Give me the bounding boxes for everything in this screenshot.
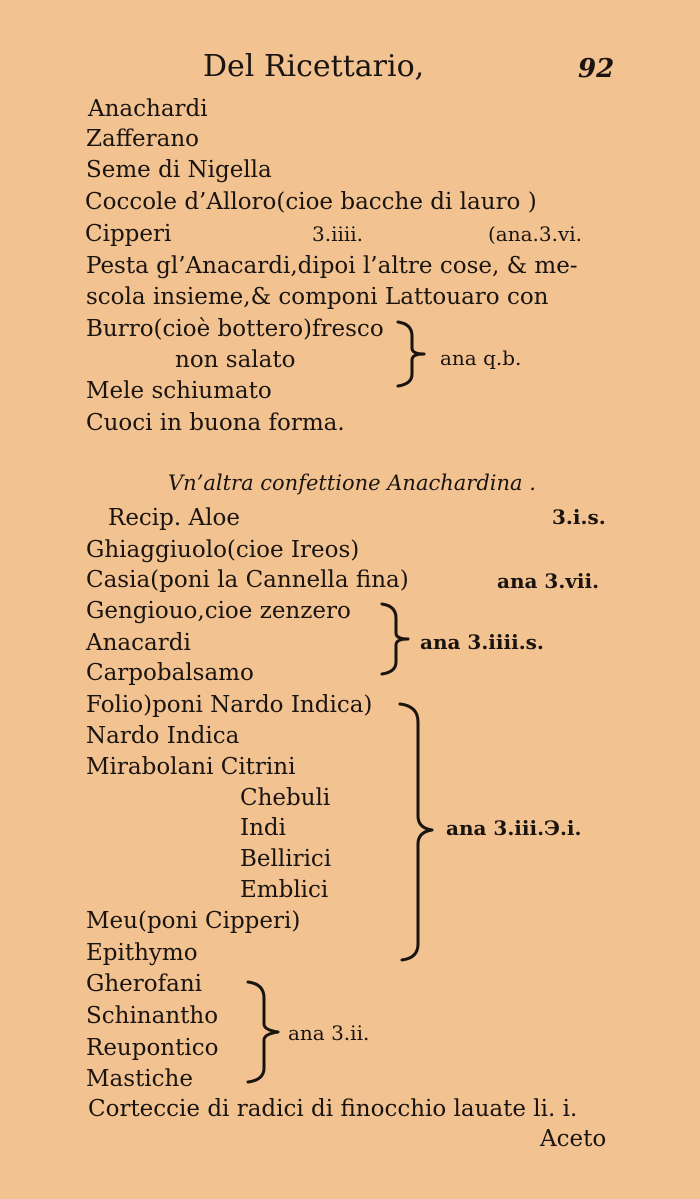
instruction-line: Cuoci in buona forma. bbox=[86, 410, 345, 436]
dose-label: ana q.b. bbox=[440, 346, 522, 370]
dose-label: ana 3.iiii.s. bbox=[420, 630, 544, 654]
catchword: Aceto bbox=[540, 1126, 607, 1152]
ingredient-line: Anacardi bbox=[86, 630, 191, 656]
ingredient-line: Emblici bbox=[240, 877, 329, 903]
recipe-title: Vn’altra confettione Anachardina . bbox=[168, 471, 536, 495]
page-number: 92 bbox=[578, 54, 615, 84]
ingredient-line: Indi bbox=[240, 815, 286, 841]
ingredient-line: Chebuli bbox=[240, 785, 331, 811]
ingredient-line: Bellirici bbox=[240, 846, 332, 872]
running-header: Del Ricettario, bbox=[203, 49, 425, 84]
ingredient-line: Coccole d’Alloro(cioe bacche di lauro ) bbox=[85, 189, 537, 215]
cipperi-ana: (ana.3.vi. bbox=[488, 222, 583, 246]
ingredient-line: Carpobalsamo bbox=[86, 660, 254, 686]
ingredient-line: Schinantho bbox=[86, 1003, 219, 1029]
brace-icon bbox=[246, 980, 280, 1084]
ingredient-line: Seme di Nigella bbox=[86, 157, 272, 183]
ingredient-line: Cipperi bbox=[85, 221, 172, 247]
ingredient-line: Mastiche bbox=[86, 1066, 193, 1092]
ingredient-line: Mele schiumato bbox=[86, 378, 272, 404]
ingredient-line: Burro(cioè bottero)fresco bbox=[86, 316, 384, 342]
ingredient-line: Mirabolani Citrini bbox=[86, 754, 296, 780]
instruction-line: scola insieme,& componi Lattouaro con bbox=[86, 284, 549, 310]
ingredient-line: Anachardi bbox=[88, 96, 208, 122]
ingredient-line: Folio)poni Nardo Indica) bbox=[86, 692, 373, 718]
brace-icon bbox=[380, 602, 410, 676]
ingredient-line: Corteccie di radici di finocchio lauate … bbox=[88, 1096, 578, 1122]
ingredient-line: Gengiouo,cioe zenzero bbox=[86, 598, 351, 624]
ingredient-line: Recip. Aloe bbox=[108, 505, 240, 531]
dose-label: ana 3.ii. bbox=[288, 1021, 370, 1045]
dose-label: 3.i.s. bbox=[552, 505, 606, 529]
cipperi-quantity: 3.iiii. bbox=[312, 222, 364, 246]
ingredient-line: Reupontico bbox=[86, 1035, 219, 1061]
dose-label: ana 3.iii.Э.i. bbox=[446, 816, 582, 840]
ingredient-line: Casia(poni la Cannella fina) bbox=[86, 567, 409, 593]
ingredient-line: non salato bbox=[175, 347, 296, 373]
ingredient-line: Meu(poni Cipperi) bbox=[86, 908, 301, 934]
ingredient-line: Nardo Indica bbox=[86, 723, 240, 749]
ingredient-line: Zafferano bbox=[86, 126, 200, 152]
ingredient-line: Gherofani bbox=[86, 971, 203, 997]
dose-label: ana 3.vii. bbox=[497, 569, 600, 593]
ingredient-line: Epithymo bbox=[86, 940, 198, 966]
brace-icon bbox=[396, 320, 426, 388]
ingredient-line: Ghiaggiuolo(cioe Ireos) bbox=[86, 537, 360, 563]
instruction-line: Pesta gl’Anacardi,dipoi l’altre cose, & … bbox=[86, 253, 578, 279]
brace-icon bbox=[398, 702, 434, 962]
